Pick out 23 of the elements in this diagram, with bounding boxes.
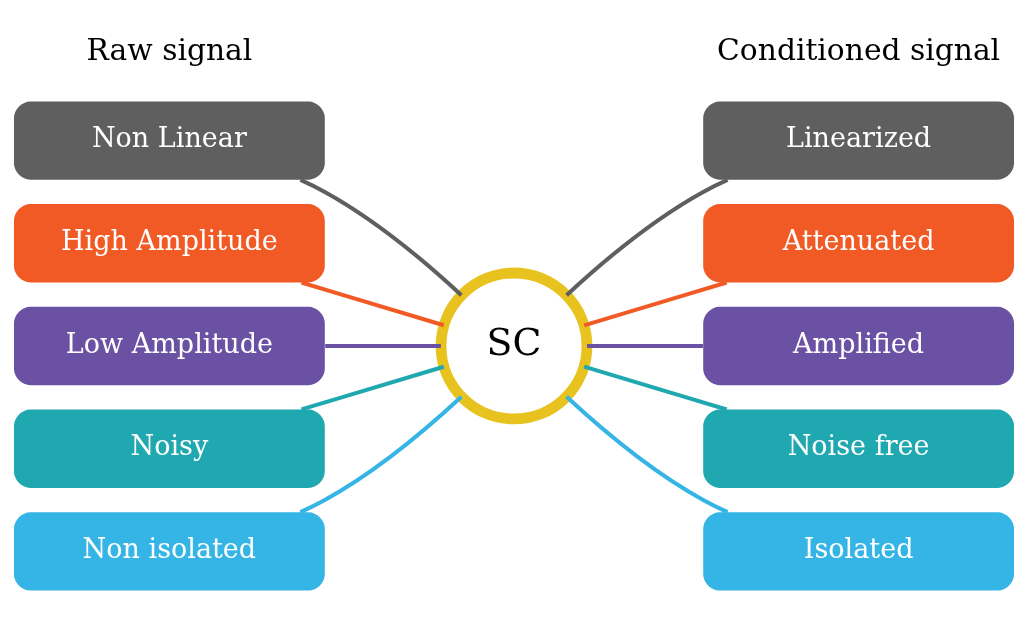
node-box: Amplified [703,306,1014,386]
connector [300,280,445,328]
node-box: Linearized [703,101,1014,180]
label: Raw signal [86,32,253,68]
node-box: High Amplitude [14,204,325,283]
connector [325,343,441,348]
node-circle: SC [435,267,593,425]
connector [565,178,729,297]
connector [299,395,463,514]
label: Conditioned signal [717,32,1001,68]
connector [300,364,445,412]
node-box: Low Amplitude [14,306,325,386]
connector [583,364,728,412]
connector [565,395,729,514]
connector [587,343,703,348]
connector [299,178,463,297]
node-box: Attenuated [703,204,1014,283]
connector [583,280,728,328]
node-box: Non isolated [14,512,325,591]
node-box: Noisy [14,409,325,488]
node-box: Noise free [703,409,1014,488]
node-box: Isolated [703,512,1014,591]
node-box: Non Linear [14,101,325,180]
